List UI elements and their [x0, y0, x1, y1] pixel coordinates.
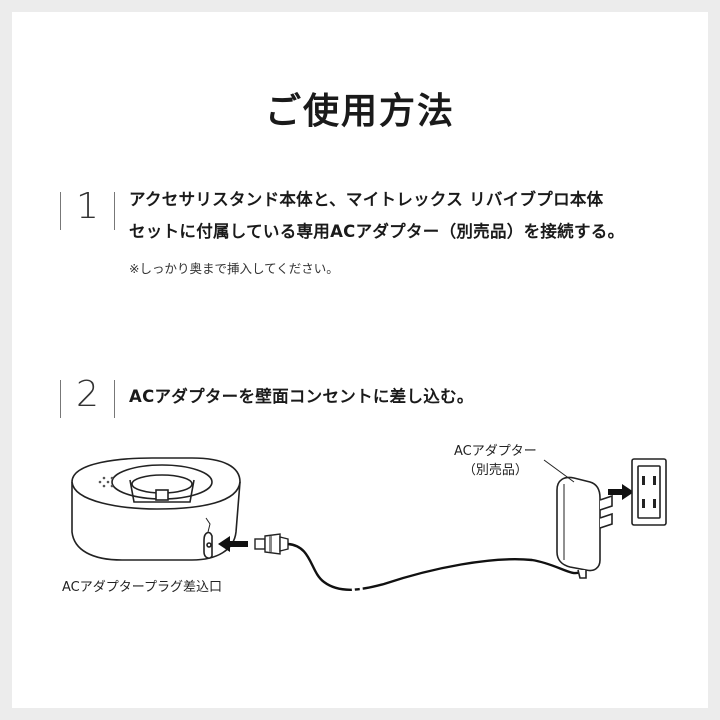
port-label: ACアダプタープラグ差込口 — [62, 580, 222, 595]
arrow-to-outlet-icon — [608, 484, 634, 500]
step1-note: ※しっかり奥まで挿入してください。 — [129, 261, 339, 276]
step1-line1: アクセサリスタンド本体と、マイトレックス リバイブプロ本体 — [129, 190, 604, 209]
wall-outlet-illustration — [631, 458, 667, 526]
step1-number: 1 — [76, 186, 99, 227]
dc-plug-illustration — [254, 533, 289, 555]
step1-right-bar — [114, 192, 115, 230]
step1-left-bar — [60, 192, 61, 230]
arrow-to-port-icon — [218, 536, 248, 552]
ac-adapter-illustration — [556, 476, 613, 579]
step1-text: アクセサリスタンド本体と、マイトレックス リバイブプロ本体 セットに付属している… — [129, 184, 699, 248]
adapter-label-line1: ACアダプター — [454, 444, 537, 459]
connection-illustration — [71, 457, 667, 603]
cable-break-mark — [348, 571, 366, 603]
step2-right-bar — [114, 380, 115, 418]
adapter-leader-line — [543, 459, 575, 483]
power-cable — [287, 542, 581, 591]
adapter-label-line2: （別売品） — [462, 463, 528, 478]
step1-line2: セットに付属している専用ACアダプター（別売品）を接続する。 — [129, 222, 625, 241]
step2-left-bar — [60, 380, 61, 418]
step2-line1: ACアダプターを壁面コンセントに差し込む。 — [129, 387, 474, 406]
page-title: ご使用方法 — [264, 91, 455, 132]
step2-text: ACアダプターを壁面コンセントに差し込む。 — [129, 381, 699, 413]
adapter-label: ACアダプター （別売品） — [454, 442, 537, 480]
step2-number: 2 — [76, 374, 99, 415]
instruction-card: ご使用方法 1 アクセサリスタンド本体と、マイトレックス リバイブプロ本体 セッ… — [12, 12, 708, 708]
accessory-stand-illustration — [71, 457, 241, 561]
